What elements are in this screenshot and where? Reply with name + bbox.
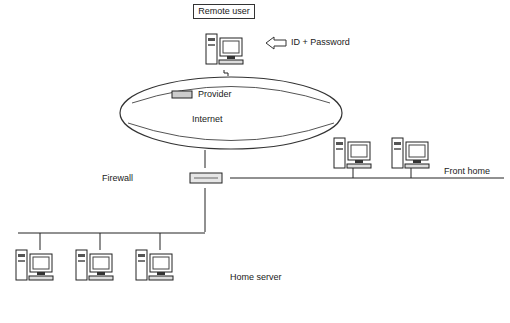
network-bus bbox=[328, 178, 504, 179]
node-label: Provider bbox=[198, 89, 232, 100]
callout-text: ID + Password bbox=[291, 37, 350, 48]
hollow-arrow bbox=[266, 37, 286, 49]
computer-icon bbox=[16, 250, 53, 280]
computer-icon bbox=[206, 34, 243, 64]
front-home-group: Front home bbox=[328, 132, 506, 186]
node-shape bbox=[8, 232, 298, 302]
node-label: Internet bbox=[192, 114, 223, 125]
node-label: Firewall bbox=[102, 173, 133, 184]
firewall-box bbox=[190, 173, 222, 183]
network-link bbox=[205, 188, 206, 232]
node-label: Home server bbox=[230, 272, 282, 283]
node-shape bbox=[328, 132, 506, 186]
network-link bbox=[205, 150, 206, 168]
network-link bbox=[230, 178, 328, 179]
node-label: Remote user bbox=[193, 4, 255, 19]
network-bus bbox=[18, 233, 205, 234]
provider-device bbox=[172, 91, 192, 98]
network-link bbox=[224, 70, 228, 76]
node-shape bbox=[118, 76, 344, 150]
home-server-group: Home server bbox=[8, 232, 298, 302]
node-label: Front home bbox=[444, 166, 490, 177]
firewall-device: Firewall bbox=[100, 168, 230, 188]
computer-icon bbox=[392, 138, 429, 168]
remote-user: Remote user bbox=[186, 4, 262, 70]
computer-icon bbox=[76, 250, 113, 280]
computer-icon bbox=[136, 250, 173, 280]
computer-icon bbox=[334, 138, 371, 168]
internet-cloud: ProviderInternet bbox=[118, 76, 344, 150]
